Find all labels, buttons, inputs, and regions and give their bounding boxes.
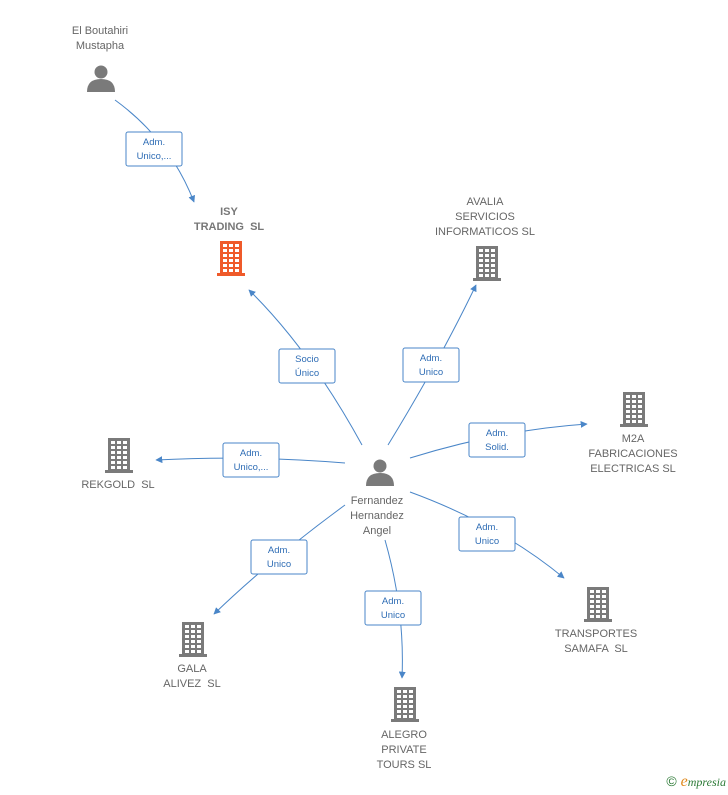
building-icon[interactable] xyxy=(620,392,648,427)
node-label: GALA xyxy=(177,663,207,675)
node-label: ALIVEZ SL xyxy=(163,678,220,690)
node-label: Hernandez xyxy=(350,510,404,522)
edge-fernandez-gala[interactable]: Adm. Unico xyxy=(213,504,346,615)
edge-label-text: Unico,... xyxy=(234,462,269,473)
node-label: PRIVATE xyxy=(381,744,426,756)
node-isy[interactable]: ISY TRADING SL xyxy=(194,206,265,276)
building-icon[interactable] xyxy=(179,622,207,657)
node-label: El Boutahiri xyxy=(72,25,128,37)
edge-label-box xyxy=(468,422,526,458)
copyright-symbol: © xyxy=(666,773,677,789)
brand-initial: e xyxy=(680,773,688,790)
building-icon[interactable] xyxy=(473,246,501,281)
edge-label-box xyxy=(402,347,460,383)
node-label: ALEGRO xyxy=(381,729,427,741)
edge-label-text: Único xyxy=(295,368,319,379)
node-label: TOURS SL xyxy=(377,759,432,771)
edge-fernandez-avalia[interactable]: Adm. Unico xyxy=(387,284,477,446)
node-label: SAMAFA SL xyxy=(564,643,628,655)
node-label: REKGOLD SL xyxy=(81,479,154,491)
node-label: FABRICACIONES xyxy=(588,448,677,460)
person-icon[interactable] xyxy=(87,65,115,93)
node-label: Angel xyxy=(363,525,391,537)
building-icon[interactable] xyxy=(584,587,612,622)
edge-label-text: Unico xyxy=(419,367,443,378)
node-m2a[interactable]: M2A FABRICACIONES ELECTRICAS SL xyxy=(588,392,678,475)
edge-label-text: Adm. xyxy=(486,428,508,439)
node-label: Fernandez xyxy=(351,495,404,507)
edge-fernandez-m2a[interactable]: Adm. Solid. xyxy=(409,420,588,459)
building-icon[interactable] xyxy=(391,687,419,722)
edge-label-text: Unico xyxy=(475,536,499,547)
building-icon[interactable] xyxy=(217,241,245,276)
edge-label-text: Adm. xyxy=(420,353,442,364)
edge-label-box xyxy=(364,590,422,626)
node-label: M2A xyxy=(622,433,645,445)
node-label: TRADING SL xyxy=(194,221,265,233)
node-gala[interactable]: GALA ALIVEZ SL xyxy=(163,622,221,690)
edge-label-box xyxy=(222,442,280,478)
edge-label-text: Unico xyxy=(381,610,405,621)
edge-label-text: Adm. xyxy=(268,545,290,556)
node-label: SERVICIOS xyxy=(455,211,515,223)
edge-label-text: Solid. xyxy=(485,442,509,453)
edge-label-text: Adm. xyxy=(240,448,262,459)
node-label: TRANSPORTES xyxy=(555,628,637,640)
person-icon[interactable] xyxy=(366,459,394,487)
node-rekgold[interactable]: REKGOLD SL xyxy=(81,438,155,491)
node-avalia[interactable]: AVALIA SERVICIOS INFORMATICOS SL xyxy=(435,196,535,281)
edge-fernandez-alegro[interactable]: Adm. Unico xyxy=(364,539,422,679)
edge-boutahiri-isy[interactable]: Adm. Unico,... xyxy=(114,99,195,203)
edge-label-box xyxy=(458,516,516,552)
edge-label-box xyxy=(278,348,336,384)
edge-label-text: Unico xyxy=(267,559,291,570)
brand-name: mpresia xyxy=(687,775,726,789)
edge-label-text: Adm. xyxy=(382,596,404,607)
node-label: INFORMATICOS SL xyxy=(435,226,535,238)
edge-label-text: Unico,... xyxy=(137,151,172,162)
edge-fernandez-transportes[interactable]: Adm. Unico xyxy=(409,491,565,579)
node-label: Mustapha xyxy=(76,40,125,52)
node-alegro[interactable]: ALEGRO PRIVATE TOURS SL xyxy=(377,687,432,771)
edge-fernandez-rekgold[interactable]: Adm. Unico,... xyxy=(155,442,346,478)
node-transportes[interactable]: TRANSPORTES SAMAFA SL xyxy=(555,587,637,655)
edge-label-text: Adm. xyxy=(476,522,498,533)
node-label: AVALIA xyxy=(467,196,505,208)
edge-label-box xyxy=(125,131,183,167)
edge-label-text: Socio xyxy=(295,354,319,365)
node-label: ELECTRICAS SL xyxy=(590,463,676,475)
node-label: ISY xyxy=(220,206,238,218)
edge-label-box xyxy=(250,539,308,575)
edge-label-text: Adm. xyxy=(143,137,165,148)
building-icon[interactable] xyxy=(105,438,133,473)
footer-brand[interactable]: ©empresia xyxy=(666,773,726,791)
